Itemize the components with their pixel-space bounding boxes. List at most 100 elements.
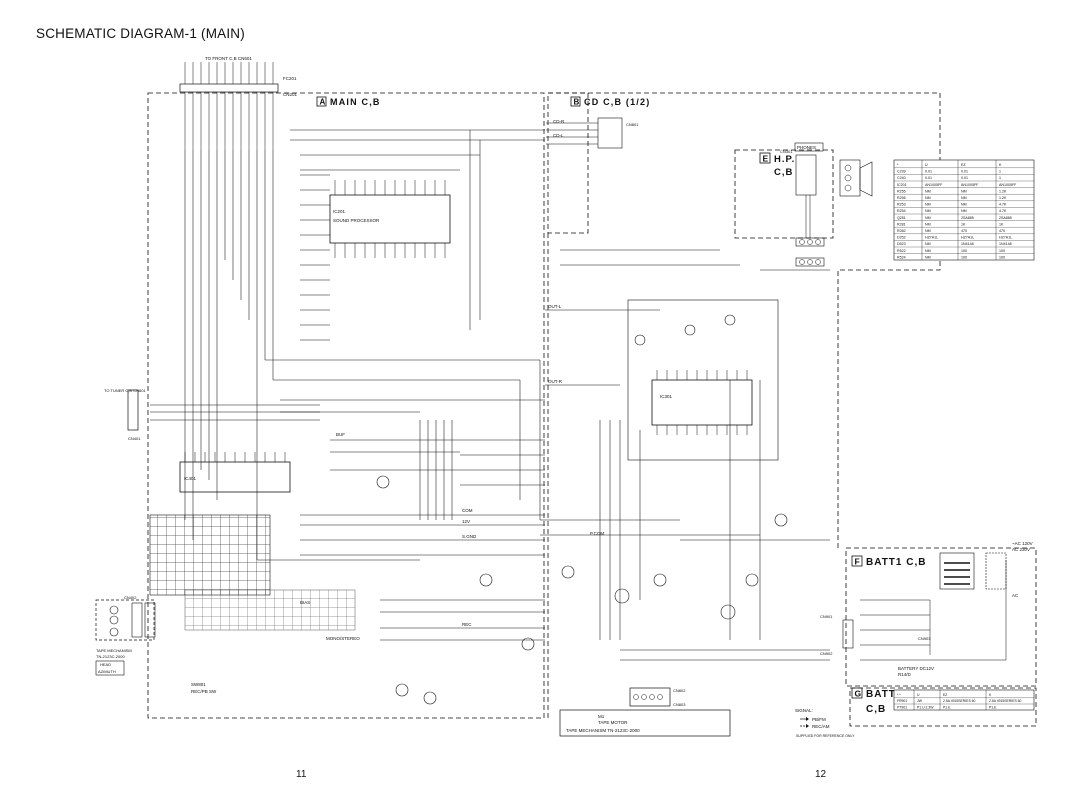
switch-labels: SW801 REC/PB SW MONO/STEREO — [191, 636, 360, 694]
svg-text:A: A — [320, 98, 326, 107]
hp-table-cell: 4.7K — [999, 209, 1007, 213]
cd-connector: CN801 — [546, 117, 639, 149]
hp-table-cell: D252 — [897, 236, 906, 240]
headphone-jack: PHONES CN301 — [780, 142, 873, 197]
ic201-sound-processor: IC201 SOUND PROCESSOR — [329, 180, 451, 258]
svg-text:SIGNAL:: SIGNAL: — [795, 708, 813, 713]
batt2-board-outline — [849, 687, 1037, 727]
hp-table-cell: 1N4148 — [961, 242, 974, 246]
svg-text:TAPE MECHANISM: TAPE MECHANISM — [96, 648, 132, 653]
hp-table-header-cell: U — [925, 163, 928, 167]
batt1-board-label: F BATT1 C,B — [851, 555, 926, 568]
hp-table-header-cell: K — [999, 163, 1002, 167]
hp-table-cell: 100 — [999, 255, 1005, 259]
svg-text:E: E — [763, 154, 769, 164]
hp-table-cell: 1 — [999, 170, 1001, 174]
svg-text:AC 230V: AC 230V — [1012, 547, 1030, 552]
batt-table-cell: P1.U 2.3W — [917, 705, 934, 709]
batt-table-header-cell: * * — [897, 693, 901, 697]
hp-table-cell: NM — [925, 229, 931, 233]
svg-text:BATT1 C,B: BATT1 C,B — [866, 557, 926, 568]
main-component-block — [149, 514, 356, 631]
cd-board-label: B CD C,B (1/2) — [570, 96, 649, 107]
svg-text:IC201: IC201 — [333, 209, 346, 214]
hp-table-cell: AN1005FF — [999, 183, 1017, 187]
svg-text:REC: REC — [462, 622, 472, 627]
svg-text:TO TUNER C,B CN601: TO TUNER C,B CN601 — [104, 388, 146, 393]
main-wiring — [150, 129, 830, 661]
batt1-board-outline — [845, 547, 1037, 687]
hp-table-cell: NM — [925, 196, 931, 200]
hp-board-outline — [734, 149, 834, 239]
front-connector: TO FRONT C,B CN601 FC201 CN201 — [179, 56, 298, 150]
batt-table-cell: P1.E — [989, 705, 997, 709]
batt-table-cell: P1.E — [943, 705, 951, 709]
hp-table-cell: 100 — [961, 249, 967, 253]
hp-table-cell: 1K — [961, 222, 966, 226]
hp-table-cell: AN1005FF — [961, 183, 979, 187]
svg-text:CN402: CN402 — [124, 595, 137, 600]
transistors — [376, 314, 788, 705]
batt-table-cell: JW — [917, 699, 923, 703]
svg-text:REC/PB SW: REC/PB SW — [191, 689, 217, 694]
svg-text:CD-L: CD-L — [553, 133, 564, 138]
svg-text:G: G — [855, 689, 862, 699]
svg-text:C,B: C,B — [774, 167, 793, 178]
svg-text:B: B — [574, 98, 580, 107]
svg-text:FC201: FC201 — [283, 76, 297, 81]
svg-text:TAPE MECHANISM TN-2123C-2000: TAPE MECHANISM TN-2123C-2000 — [566, 728, 640, 733]
hp-table-cell: 0.01 — [925, 176, 932, 180]
hp-table-cell: HZ7A1L — [999, 236, 1012, 240]
left-page-number: 11 — [296, 769, 307, 780]
hp-table-cell: 100 — [961, 255, 967, 259]
svg-text:SW801: SW801 — [191, 682, 206, 687]
svg-text:TAPE MOTOR: TAPE MOTOR — [598, 720, 628, 725]
ic301-power-amp: IC301 — [627, 299, 779, 461]
hp-table-cell: R256 — [897, 196, 906, 200]
hp-table-cell: NM — [961, 189, 967, 193]
hp-table-cell: R524 — [897, 255, 906, 259]
svg-text:C,B: C,B — [866, 704, 886, 715]
svg-text:PHONES: PHONES — [797, 145, 816, 150]
svg-text:SOUND PROCESSOR: SOUND PROCESSOR — [333, 218, 380, 223]
svg-text:AC: AC — [1012, 593, 1019, 598]
batt-table-cell: PT901 — [897, 705, 907, 709]
svg-text:CN903: CN903 — [918, 636, 931, 641]
hp-table-cell: 2SA885 — [999, 216, 1012, 220]
cd-board-outline — [547, 92, 589, 234]
hp-table-cell: 2SA885 — [961, 216, 974, 220]
svg-text:12V: 12V — [462, 519, 470, 524]
right-area-outline — [548, 92, 941, 548]
page-title: SCHEMATIC DIAGRAM-1 (MAIN) — [36, 26, 245, 41]
svg-text:OUT-L: OUT-L — [548, 304, 562, 309]
ic401-tape-preamp: IC401 — [179, 452, 291, 493]
hp-table-cell: D523 — [897, 242, 906, 246]
batt-table-header-cell: U — [917, 693, 920, 697]
svg-text:CN901: CN901 — [820, 614, 833, 619]
hp-table-cell: R281 — [897, 222, 906, 226]
svg-text:BATT2: BATT2 — [866, 689, 902, 700]
svg-text:BIAS: BIAS — [300, 600, 310, 605]
hp-table-cell: 470 — [999, 229, 1005, 233]
hp-table-cell: AN1005FF — [925, 183, 943, 187]
batt-table-header-cell: EZ — [943, 693, 947, 697]
hp-table-cell: NM — [925, 222, 931, 226]
svg-text:CN401: CN401 — [128, 436, 141, 441]
hp-table-cell: 1.2K — [999, 196, 1007, 200]
svg-text:CN803: CN803 — [673, 702, 686, 707]
main-board-label: A MAIN C,B — [316, 96, 379, 107]
svg-text:F: F — [855, 557, 860, 567]
hp-table-cell: IC201 — [897, 183, 907, 187]
hp-table-cell: NM — [925, 203, 931, 207]
hp-table-cell: Q251 — [897, 216, 906, 220]
svg-text:IC401: IC401 — [184, 476, 197, 481]
signal-line-labels: CD-R CD-L OUT-L OUT-R BUF COM 12V P.COM … — [300, 119, 604, 627]
tuner-connector: TO TUNER C,B CN601 CN401 — [104, 388, 146, 441]
right-page-number: 12 — [815, 769, 827, 780]
svg-text:COM: COM — [462, 508, 473, 513]
main-board-outline — [147, 92, 545, 719]
hp-table-header-cell: * — [897, 163, 899, 167]
svg-text:TO FRONT C,B CN601: TO FRONT C,B CN601 — [205, 56, 252, 61]
